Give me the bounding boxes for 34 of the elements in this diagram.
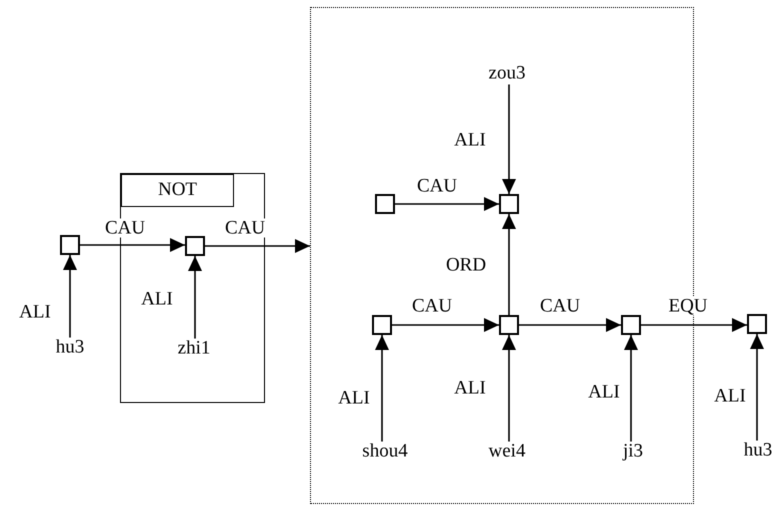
syllable-label: zhi1 — [178, 338, 210, 360]
operator-box — [121, 174, 234, 207]
arrow — [502, 335, 516, 442]
arrow — [502, 84, 516, 194]
arrow — [624, 335, 638, 442]
arrow — [188, 256, 202, 339]
syllable-label: hu3 — [744, 440, 772, 462]
arrow — [519, 318, 621, 332]
concept-node — [499, 315, 519, 335]
edge-label: EQU — [667, 296, 709, 316]
syllable-label: hu3 — [56, 338, 84, 358]
arrow — [750, 334, 764, 441]
concept-node — [60, 235, 80, 255]
arrow — [641, 318, 747, 332]
syllable-label: zou3 — [488, 64, 526, 84]
arrow — [502, 214, 516, 315]
arrow — [392, 318, 499, 332]
arrow — [395, 197, 499, 211]
edge-label: CAU — [104, 218, 146, 238]
arrow — [63, 255, 77, 338]
edge-label: CAU — [224, 218, 266, 238]
arrow — [80, 238, 185, 252]
concept-node — [499, 194, 519, 214]
arrow — [205, 239, 310, 253]
syllable-label: ji3 — [622, 442, 644, 462]
concept-node — [185, 236, 205, 256]
operator-label: NOT — [158, 180, 198, 201]
syllable-label: shou4 — [362, 442, 408, 462]
concept-node — [372, 315, 392, 335]
arrow — [375, 335, 389, 442]
syllable-label: wei4 — [488, 442, 526, 462]
concept-node — [621, 315, 641, 335]
concept-node — [747, 314, 767, 334]
concept-node — [375, 194, 395, 214]
